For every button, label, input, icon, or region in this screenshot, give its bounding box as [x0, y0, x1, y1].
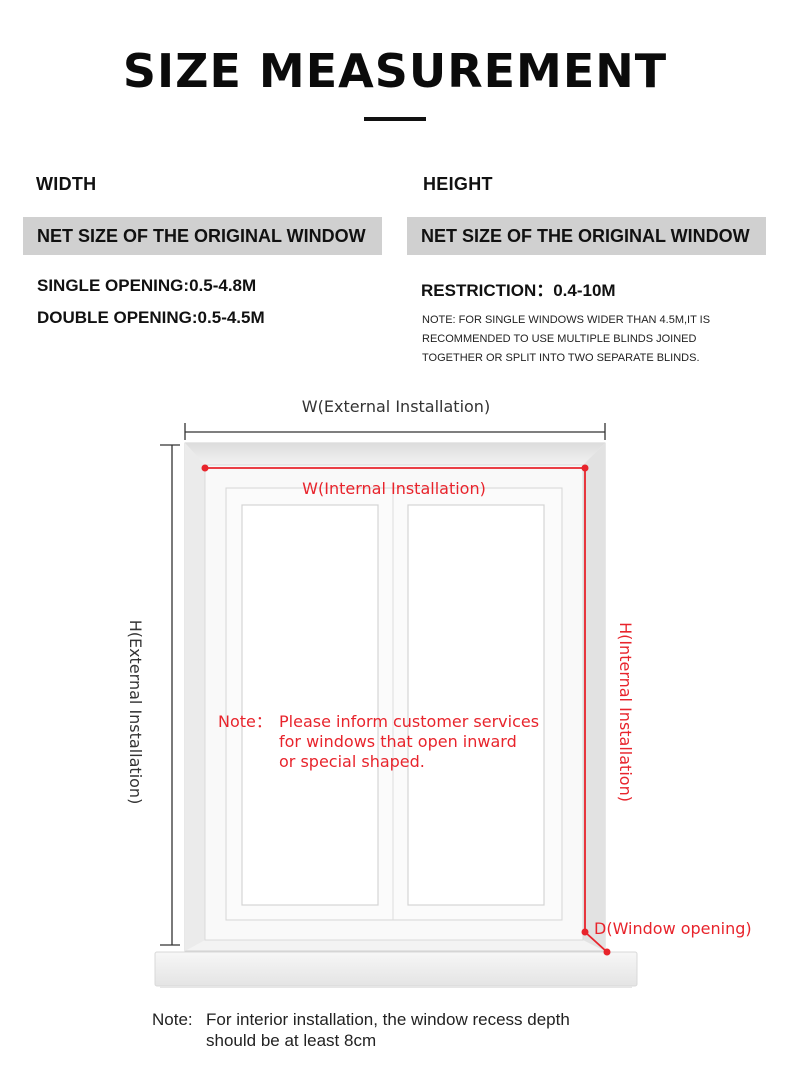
center-note-line: for windows that open inward: [279, 732, 517, 751]
center-note-label: Note：: [218, 712, 272, 731]
center-note-line: Please inform customer services: [279, 712, 539, 731]
h-internal-end-dot: [581, 928, 589, 936]
width-band: NET SIZE OF THE ORIGINAL WINDOW: [23, 217, 382, 255]
w-internal-start-dot: [201, 464, 209, 472]
recess-left: [185, 443, 205, 951]
height-label: HEIGHT: [423, 174, 493, 194]
recess-right: [583, 443, 605, 951]
depth-line: [584, 931, 608, 953]
window-diagram: W(External Installation) H(External Inst…: [126, 397, 752, 988]
left-pane: [241, 504, 379, 906]
w-internal-label: W(Internal Installation): [302, 479, 486, 498]
corner-dot: [581, 464, 589, 472]
single-opening-spec: SINGLE OPENING:0.5-4.8M: [37, 276, 257, 295]
page-title: SIZE MEASUREMENT: [122, 44, 668, 98]
depth-end-dot: [603, 948, 611, 956]
height-note: NOTE: FOR SINGLE WINDOWS WIDER THAN 4.5M…: [422, 311, 762, 368]
h-external-label: H(External Installation): [126, 620, 145, 805]
bottom-note-line: For interior installation, the window re…: [206, 1010, 570, 1029]
center-note-line: or special shaped.: [279, 752, 425, 771]
w-external-label: W(External Installation): [302, 397, 490, 416]
restriction-spec: RESTRICTION：0.4-10M: [421, 281, 616, 300]
bottom-note: Note: For interior installation, the wind…: [152, 1009, 570, 1051]
h-internal-label: H(Internal Installation): [616, 622, 635, 802]
height-note-line: NOTE: FOR SINGLE WINDOWS WIDER THAN 4.5M…: [422, 314, 711, 326]
bottom-note-label: Note:: [152, 1010, 193, 1029]
window-sill: [154, 951, 638, 987]
double-opening-spec: DOUBLE OPENING:0.5-4.5M: [37, 308, 265, 327]
width-label: WIDTH: [36, 174, 97, 194]
right-pane: [407, 504, 545, 906]
bottom-note-line: should be at least 8cm: [206, 1031, 377, 1050]
d-opening-label: D(Window opening): [594, 919, 752, 938]
height-note-line: RECOMMENDED TO USE MULTIPLE BLINDS JOINE…: [422, 333, 697, 345]
height-band: NET SIZE OF THE ORIGINAL WINDOW: [407, 217, 766, 255]
recess-top: [185, 443, 605, 465]
height-note-line: TOGETHER OR SPLIT INTO TWO SEPARATE BLIN…: [422, 352, 700, 364]
title-underline: [364, 117, 426, 121]
